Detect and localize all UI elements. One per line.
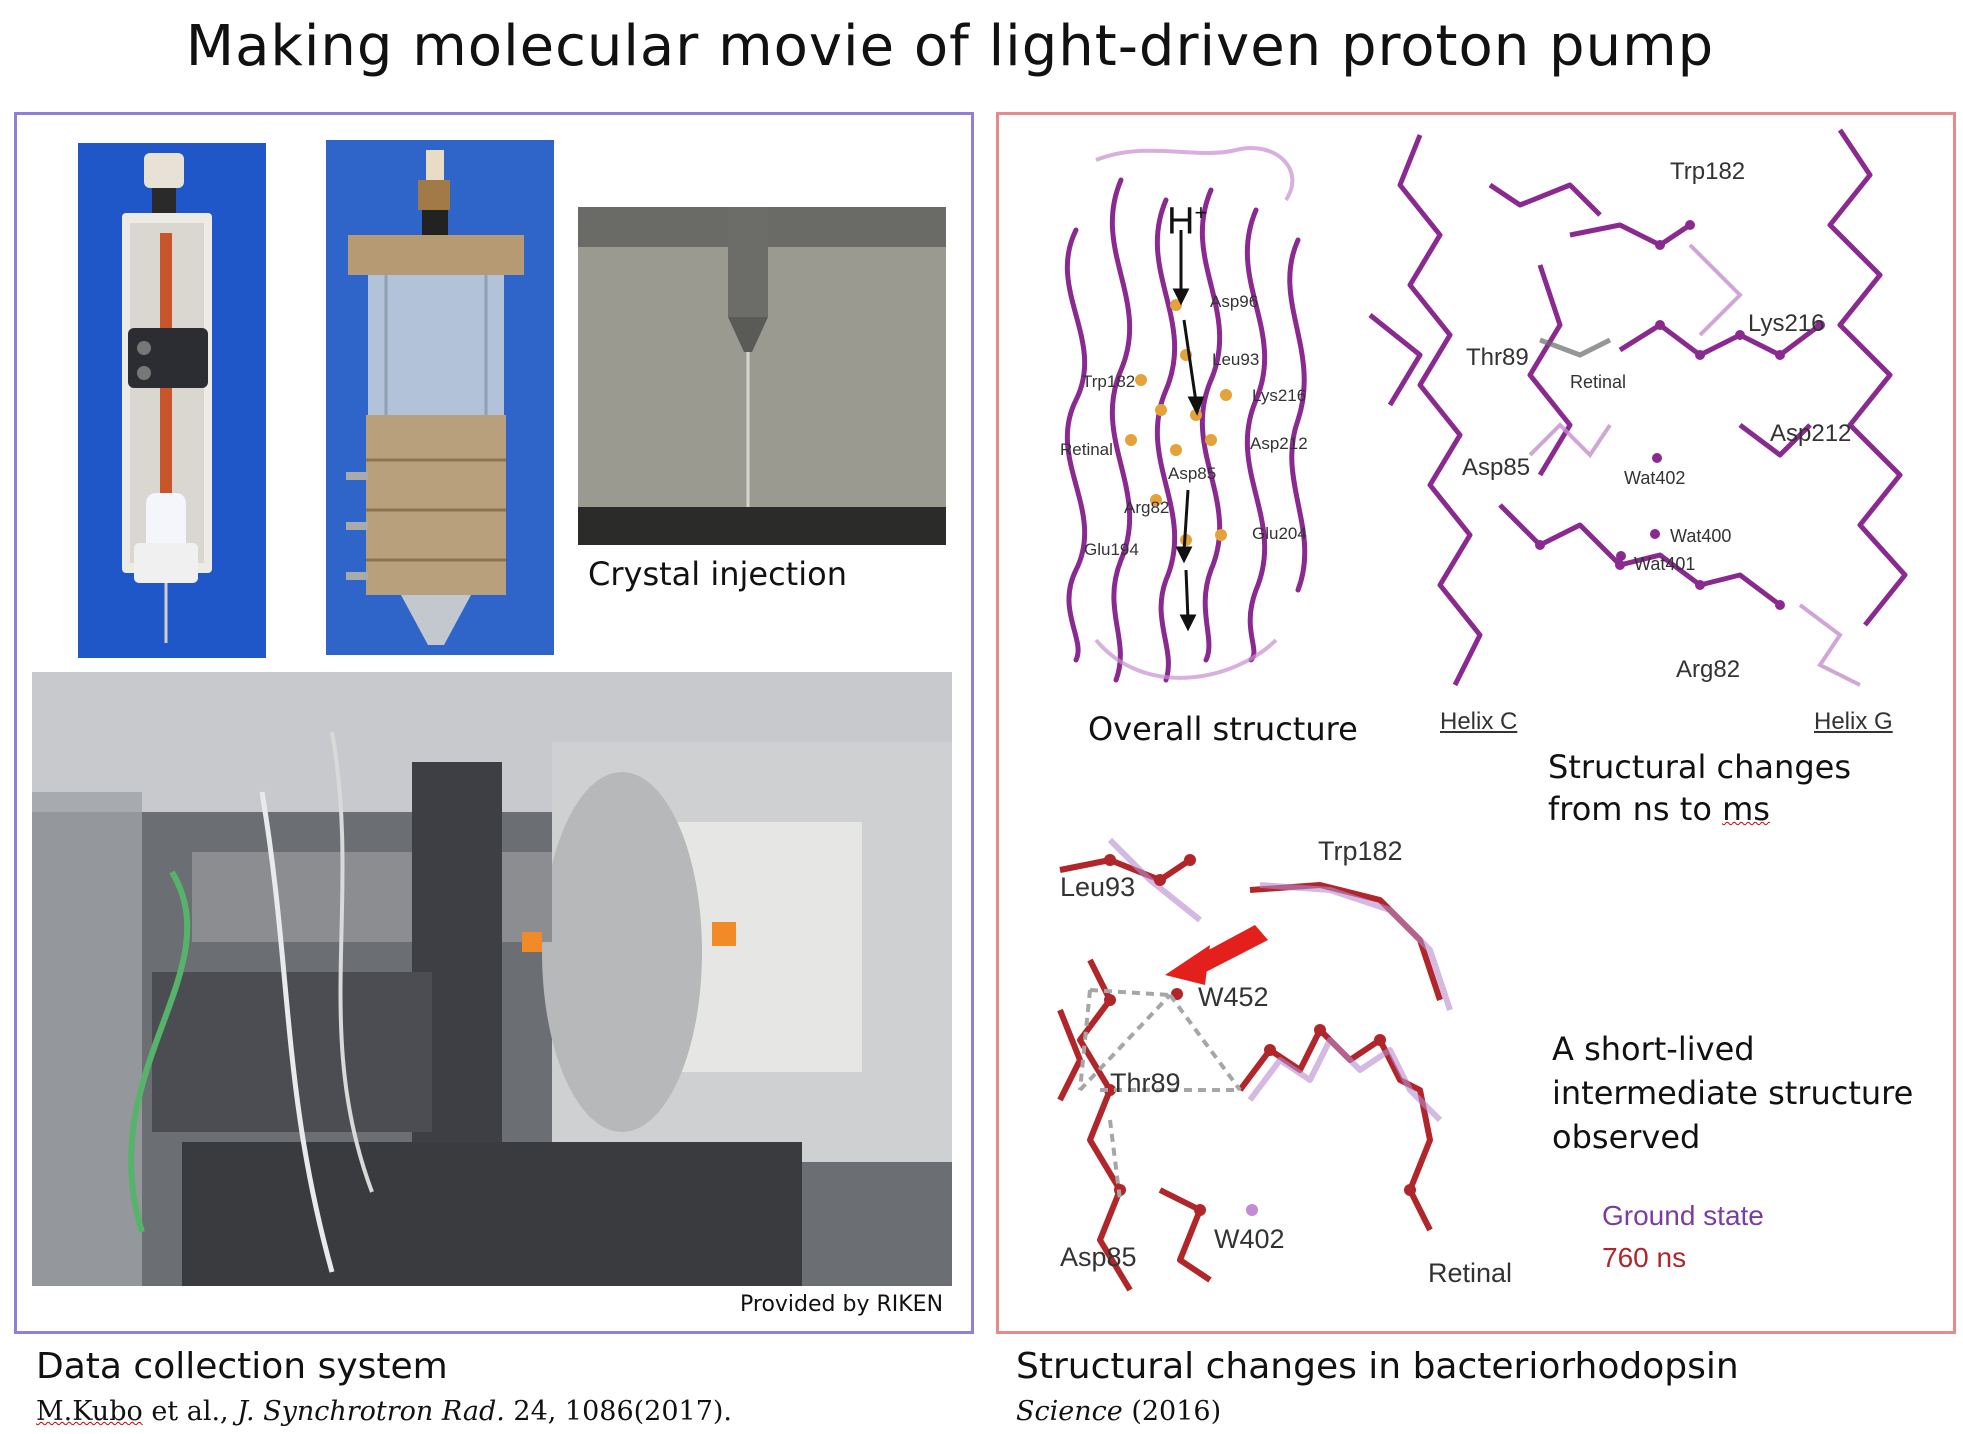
- chamber-photo: [326, 140, 554, 655]
- overall-label-glu204: Glu204: [1252, 524, 1307, 543]
- binding-pocket-figure: [1360, 125, 1920, 695]
- structural-changes-panel: [996, 112, 1956, 1334]
- intermediate-label-thr89: Thr89: [1110, 1068, 1181, 1098]
- caption-from-ns: from ns to: [1548, 790, 1723, 828]
- pocket-label-wat400: Wat400: [1670, 526, 1732, 546]
- crystal-injection-label: Crystal injection: [588, 555, 847, 593]
- overall-label-lys216: Lys216: [1252, 386, 1307, 405]
- legend-ground-state: Ground state: [1602, 1200, 1764, 1231]
- structural-changes-caption-line1: Structural changes: [1548, 748, 1851, 786]
- intermediate-label-retinal: Retinal: [1428, 1258, 1513, 1288]
- pocket-label-wat401: Wat401: [1634, 554, 1696, 574]
- intermediate-label-w402: W402: [1214, 1224, 1285, 1254]
- pocket-label-lys216: Lys216: [1748, 310, 1825, 337]
- page-title: Making molecular movie of light-driven p…: [185, 14, 1715, 79]
- intermediate-structure-figure: [1050, 790, 1550, 1310]
- intermediate-label-trp182: Trp182: [1318, 836, 1403, 866]
- citation-science-year: (2016): [1122, 1396, 1222, 1427]
- caption-ms: ms: [1722, 790, 1770, 828]
- overall-label-asp85: Asp85: [1168, 464, 1217, 483]
- beamline-photo: [32, 672, 952, 1286]
- intermediate-label-w452: W452: [1198, 982, 1269, 1012]
- science-citation: Science (2016): [1016, 1396, 1221, 1427]
- pocket-label-arg82: Arg82: [1676, 656, 1741, 683]
- bacteriorhodopsin-caption: Structural changes in bacteriorhodopsin: [1016, 1346, 1739, 1387]
- citation-science-journal: Science: [1016, 1396, 1123, 1427]
- structural-changes-caption-line2: from ns to ms: [1548, 790, 1770, 828]
- overall-label-asp96: Asp96: [1210, 292, 1259, 311]
- intermediate-label-leu93: Leu93: [1060, 872, 1136, 902]
- citation-journal: J. Synchrotron Rad.: [237, 1396, 505, 1427]
- pocket-label-trp182: Trp182: [1670, 158, 1746, 185]
- legend-760-ns: 760 ns: [1602, 1242, 1687, 1273]
- data-collection-panel: [14, 112, 974, 1334]
- overall-label-retinal: Retinal: [1060, 440, 1113, 459]
- proton-label: H+: [1167, 200, 1207, 244]
- data-collection-caption: Data collection system: [36, 1346, 448, 1387]
- overall-label-leu93: Leu93: [1212, 350, 1260, 369]
- citation-volume: 24, 1086(2017).: [504, 1396, 733, 1427]
- pocket-label-thr89: Thr89: [1466, 344, 1529, 371]
- overall-label-trp182: Trp182: [1082, 372, 1136, 391]
- provided-by-credit: Provided by RIKEN: [740, 1292, 944, 1317]
- intermediate-text-line3: observed: [1552, 1118, 1701, 1156]
- overall-structure-caption: Overall structure: [1088, 710, 1358, 748]
- proton-plus: +: [1194, 200, 1208, 225]
- pocket-label-wat402: Wat402: [1624, 468, 1686, 488]
- pocket-label-asp212: Asp212: [1770, 420, 1852, 447]
- citation-etal: et al.,: [142, 1396, 238, 1427]
- pocket-label-helix-g: Helix G: [1814, 708, 1893, 735]
- intermediate-text-line1: A short-lived: [1552, 1030, 1755, 1068]
- injector-photo: [78, 143, 266, 658]
- proton-h: H: [1167, 200, 1195, 243]
- citation-author: M.Kubo: [36, 1396, 143, 1427]
- kubo-citation: M.Kubo et al., J. Synchrotron Rad. 24, 1…: [36, 1396, 732, 1427]
- intermediate-label-asp85: Asp85: [1060, 1242, 1137, 1272]
- crystal-injection-photo: [578, 207, 946, 545]
- pocket-label-retinal: Retinal: [1570, 372, 1627, 392]
- intermediate-text-line2: intermediate structure: [1552, 1074, 1914, 1112]
- overall-structure-figure: [1036, 140, 1336, 700]
- overall-label-arg82: Arg82: [1124, 498, 1170, 517]
- pocket-label-helix-c: Helix C: [1440, 708, 1518, 735]
- overall-label-glu194: Glu194: [1084, 540, 1139, 559]
- overall-label-asp212: Asp212: [1250, 434, 1308, 453]
- pocket-label-asp85: Asp85: [1462, 454, 1531, 481]
